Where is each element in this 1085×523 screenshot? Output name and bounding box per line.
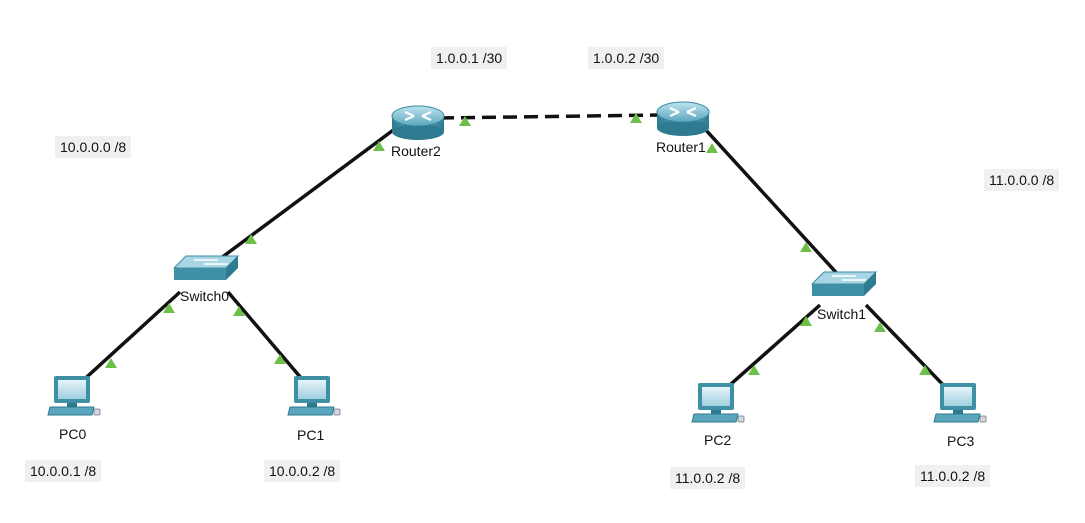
link-router2-router1[interactable] <box>439 113 661 120</box>
note-pc1-ip[interactable]: 10.0.0.2 /8 <box>264 460 341 482</box>
pc0-device[interactable] <box>47 376 101 416</box>
router1-label: Router1 <box>656 139 706 155</box>
link-switch1-pc3[interactable] <box>864 303 952 394</box>
link-up-indicator <box>459 116 471 126</box>
link-up-indicator <box>630 113 642 123</box>
link-up-indicator <box>245 234 257 244</box>
link-router2-switch0[interactable] <box>211 126 398 266</box>
link-up-indicator <box>163 303 175 313</box>
link-up-indicator <box>706 143 718 153</box>
pc2-label: PC2 <box>704 432 732 448</box>
link-up-indicator <box>800 316 812 326</box>
note-router1-ip[interactable]: 1.0.0.2 /30 <box>588 47 665 69</box>
note-pc2-ip[interactable]: 11.0.0.2 /8 <box>670 467 746 489</box>
note-router2-ip[interactable]: 1.0.0.1 /30 <box>431 47 508 69</box>
link-up-indicator <box>233 306 245 316</box>
link-up-indicator <box>919 365 931 375</box>
router2-label: Router2 <box>391 143 441 159</box>
pc2-device[interactable] <box>691 383 745 423</box>
note-pc3-ip[interactable]: 11.0.0.2 /8 <box>915 465 991 487</box>
link-switch0-pc0[interactable] <box>76 290 182 387</box>
link-up-indicator <box>105 358 117 368</box>
switch1-label: Switch1 <box>817 306 867 322</box>
switch0-device[interactable] <box>172 255 240 280</box>
note-net-right[interactable]: 11.0.0.0 /8 <box>984 169 1060 191</box>
link-router1-switch1[interactable] <box>702 126 845 282</box>
pc3-device[interactable] <box>933 383 987 423</box>
link-up-indicator <box>800 242 812 252</box>
link-up-indicator <box>874 322 886 332</box>
switch1-device[interactable] <box>810 271 878 296</box>
link-status-indicators <box>105 113 931 375</box>
pc1-device[interactable] <box>287 376 341 416</box>
router1-device[interactable] <box>656 101 710 136</box>
switch0-label: Switch0 <box>180 288 230 304</box>
link-switch1-pc2[interactable] <box>720 303 822 394</box>
note-net-left[interactable]: 10.0.0.0 /8 <box>55 136 132 158</box>
pc0-label: PC0 <box>59 426 87 442</box>
link-up-indicator <box>373 141 385 151</box>
link-up-indicator <box>748 365 760 375</box>
links <box>76 113 952 394</box>
router2-device[interactable] <box>391 105 445 140</box>
pc1-label: PC1 <box>297 427 325 443</box>
pc3-label: PC3 <box>947 433 975 449</box>
note-pc0-ip[interactable]: 10.0.0.1 /8 <box>25 460 102 482</box>
link-switch0-pc1[interactable] <box>226 290 309 387</box>
link-up-indicator <box>274 354 286 364</box>
